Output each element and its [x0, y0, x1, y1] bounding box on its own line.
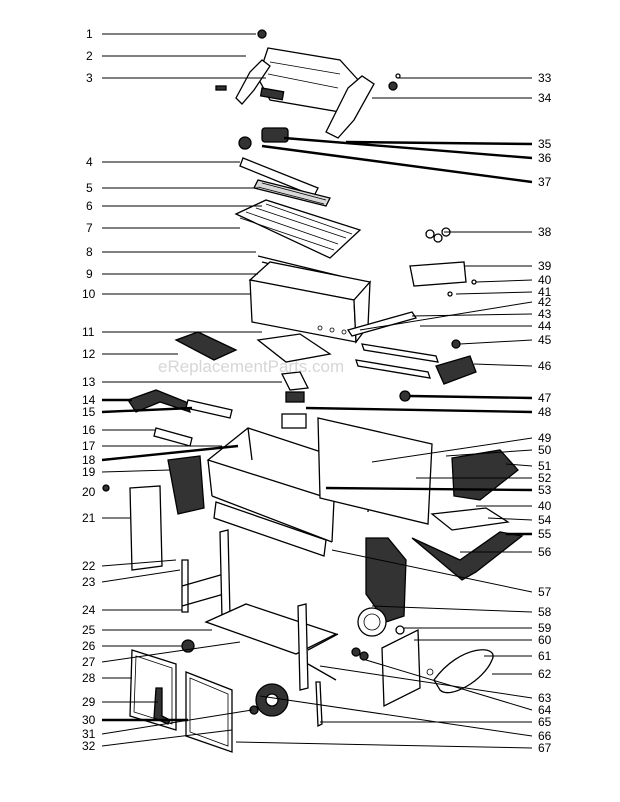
- callout-53: 53: [538, 483, 552, 497]
- callout-50: 50: [538, 443, 552, 457]
- callout-48: 48: [538, 405, 552, 419]
- callout-23: 23: [82, 575, 96, 589]
- callout-27: 27: [82, 655, 96, 669]
- callout-20: 20: [82, 485, 96, 499]
- callout-65: 65: [538, 715, 552, 729]
- callout-36: 36: [538, 151, 552, 165]
- callout-59: 59: [538, 621, 552, 635]
- callout-3: 3: [86, 71, 93, 85]
- callout-11: 11: [82, 325, 95, 339]
- callout-15: 15: [82, 405, 96, 419]
- callout-26: 26: [82, 639, 96, 653]
- callout-35: 35: [538, 137, 552, 151]
- callout-21: 21: [82, 511, 96, 525]
- manifold-and-burners: [346, 227, 477, 402]
- callout-40b: 40: [538, 499, 552, 513]
- callout-25: 25: [82, 623, 96, 637]
- callout-28: 28: [82, 671, 96, 685]
- callout-12: 12: [82, 347, 96, 361]
- callouts-left: 1 2 3 4 5 6 7 8 9 10 11 12 13 14 15 16 1…: [82, 27, 96, 753]
- callout-51: 51: [538, 459, 552, 473]
- callout-43: 43: [538, 307, 552, 321]
- callout-40: 40: [538, 273, 552, 287]
- callout-44: 44: [538, 319, 552, 333]
- callout-4: 4: [86, 155, 93, 169]
- callout-19: 19: [82, 465, 96, 479]
- callout-31: 31: [82, 727, 96, 741]
- callout-6: 6: [86, 199, 93, 213]
- callout-10: 10: [82, 287, 96, 301]
- callout-46: 46: [538, 359, 552, 373]
- callout-13: 13: [82, 375, 96, 389]
- watermark-text: eReplacementParts.com: [158, 357, 344, 376]
- callout-17: 17: [82, 439, 96, 453]
- callout-9: 9: [86, 267, 93, 281]
- callout-54: 54: [538, 513, 552, 527]
- callout-37: 37: [538, 175, 552, 189]
- leader-lines-left: [101, 33, 282, 747]
- cookbox: [248, 261, 372, 344]
- callout-41: 41: [538, 285, 552, 299]
- callout-18: 18: [82, 453, 96, 467]
- cooking-grate: [234, 199, 362, 259]
- bottom-tray-and-catch-pan: [174, 331, 332, 429]
- callout-66: 66: [538, 729, 552, 743]
- callout-24: 24: [82, 603, 96, 617]
- callout-52: 52: [538, 471, 552, 485]
- callout-8: 8: [86, 245, 93, 259]
- lid-assembly: [215, 29, 401, 139]
- callout-57: 57: [538, 585, 552, 599]
- frame-and-cart: [102, 389, 524, 753]
- callout-67: 67: [538, 741, 552, 755]
- callout-32: 32: [82, 739, 96, 753]
- callout-63: 63: [538, 691, 552, 705]
- callouts-right: 33 34 35 36 37 38 39 40 41 42 43 44 45 4…: [538, 71, 552, 755]
- callout-5: 5: [86, 181, 93, 195]
- callout-7: 7: [86, 221, 93, 235]
- callout-38: 38: [538, 225, 552, 239]
- callout-29: 29: [82, 695, 96, 709]
- callout-45: 45: [538, 333, 552, 347]
- callout-64: 64: [538, 703, 552, 717]
- callout-34: 34: [538, 91, 552, 105]
- callout-39: 39: [538, 259, 552, 273]
- callout-60: 60: [538, 633, 552, 647]
- callout-58: 58: [538, 605, 552, 619]
- callout-55: 55: [538, 527, 552, 541]
- burner-tube-assembly: [238, 127, 319, 197]
- callout-61: 61: [538, 649, 552, 663]
- callout-42: 42: [538, 295, 552, 309]
- callout-14: 14: [82, 393, 96, 407]
- callout-47: 47: [538, 391, 552, 405]
- callout-33: 33: [538, 71, 552, 85]
- callout-62: 62: [538, 667, 552, 681]
- callout-56: 56: [538, 545, 552, 559]
- leader-lines-right: [235, 77, 533, 749]
- callout-30: 30: [82, 713, 96, 727]
- callout-1: 1: [86, 27, 93, 41]
- warming-rack: [253, 179, 331, 207]
- callout-22: 22: [82, 559, 96, 573]
- callout-2: 2: [86, 49, 93, 63]
- callout-49: 49: [538, 431, 552, 445]
- callout-16: 16: [82, 423, 96, 437]
